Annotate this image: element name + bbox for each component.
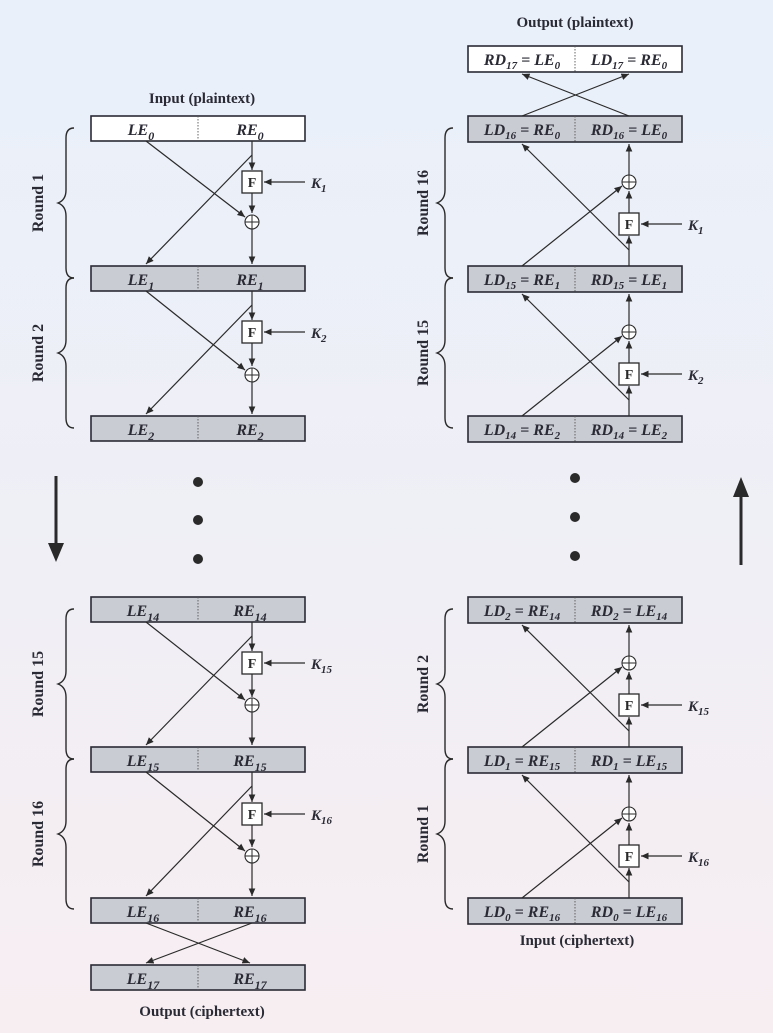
enc-register-0: LE0 RE0 (90, 115, 306, 143)
enc-round-label: Round 2 (30, 324, 47, 382)
decryption-column: Output (plaintext) RD17 = LE0 LD17 = RE0… (415, 15, 749, 949)
dec-register-14: LD14 = RE2 RD14 = LE2 (467, 415, 683, 443)
svg-text:RD1 = LE15: RD1 = LE15 (590, 753, 668, 773)
dec-round-2-wiring: F K15 (521, 624, 710, 748)
dec-register-15: LD15 = RE1 RD15 = LE1 (467, 265, 683, 293)
enc-direction-arrow (48, 476, 64, 562)
svg-text:RD17 = LE0: RD17 = LE0 (483, 52, 561, 72)
svg-text:K15: K15 (687, 699, 710, 718)
svg-text:RD2 = LE14: RD2 = LE14 (590, 603, 668, 623)
svg-text:LD14 = RE2: LD14 = RE2 (483, 422, 561, 442)
dec-register-0: LD0 = RE16 RD0 = LE16 (467, 897, 683, 925)
svg-text:LE17: LE17 (126, 971, 160, 992)
enc-round-15-wiring: F K15 (145, 621, 333, 746)
svg-text:LD2 = RE14: LD2 = RE14 (483, 603, 561, 623)
enc-final-swap (145, 922, 253, 964)
svg-text:K1: K1 (310, 176, 327, 195)
dec-register-1: LD1 = RE15 RD1 = LE15 (467, 746, 683, 774)
svg-text:RD15 = LE1: RD15 = LE1 (590, 272, 667, 292)
dec-register-2: LD2 = RE14 RD2 = LE14 (467, 596, 683, 624)
svg-text:RE2: RE2 (235, 422, 263, 443)
encryption-output-caption: Output (ciphertext) (139, 1004, 264, 1020)
decryption-input-caption: Input (ciphertext) (520, 933, 635, 949)
svg-text:LE1: LE1 (127, 272, 154, 293)
svg-text:RD14 = LE2: RD14 = LE2 (590, 422, 668, 442)
enc-register-14: LE14 RE14 (90, 596, 306, 624)
svg-text:RE17: RE17 (232, 971, 267, 992)
enc-round-2-wiring: F K2 (145, 290, 327, 415)
svg-text:LD1 = RE15: LD1 = RE15 (483, 753, 561, 773)
dec-round-label: Round 16 (415, 170, 432, 236)
enc-register-16: LE16 RE16 (90, 897, 306, 925)
svg-text:RD16 = LE0: RD16 = LE0 (590, 122, 668, 142)
enc-register-17: LE17 RE17 (90, 964, 306, 992)
svg-text:K16: K16 (310, 808, 333, 827)
svg-text:F: F (625, 850, 634, 865)
svg-text:F: F (248, 808, 257, 823)
enc-round-label: Round 1 (30, 174, 47, 232)
svg-text:LD17 = RE0: LD17 = RE0 (590, 52, 668, 72)
svg-text:RD0 = LE16: RD0 = LE16 (590, 904, 668, 924)
svg-text:K2: K2 (310, 326, 327, 345)
enc-register-2: LE2 RE2 (90, 415, 306, 443)
svg-text:LD15 = RE1: LD15 = RE1 (483, 272, 560, 292)
enc-round-label: Round 16 (30, 801, 47, 867)
dec-direction-arrow (733, 477, 749, 565)
dec-round-15-wiring: F K2 (521, 293, 704, 417)
svg-text:RE14: RE14 (232, 603, 266, 624)
dec-register-out: RD17 = LE0 LD17 = RE0 (467, 45, 683, 73)
svg-text:F: F (248, 657, 257, 672)
svg-text:F: F (625, 218, 634, 233)
svg-text:K16: K16 (687, 850, 710, 869)
enc-round-label: Round 15 (30, 651, 47, 717)
svg-text:K2: K2 (687, 368, 704, 387)
svg-text:RE1: RE1 (235, 272, 263, 293)
decryption-output-caption: Output (plaintext) (516, 15, 633, 31)
svg-text:K15: K15 (310, 657, 333, 676)
svg-text:F: F (625, 699, 634, 714)
svg-text:RE16: RE16 (232, 904, 266, 925)
svg-text:LE14: LE14 (126, 603, 159, 624)
dec-round-label: Round 15 (415, 320, 432, 386)
svg-text:LE15: LE15 (126, 753, 159, 774)
svg-text:F: F (248, 176, 257, 191)
dec-round-16-wiring: F K1 (521, 143, 704, 267)
dec-final-swap (521, 73, 630, 117)
enc-round-16-wiring: F K16 (145, 771, 333, 897)
dec-ellipsis (570, 473, 580, 561)
encryption-input-caption: Input (plaintext) (149, 91, 255, 107)
enc-register-15: LE15 RE15 (90, 746, 306, 774)
dec-round-label: Round 2 (415, 655, 432, 713)
dec-round-braces: Round 16 Round 15 Round 2 Round 1 (415, 127, 454, 910)
enc-ellipsis (193, 477, 203, 564)
svg-text:K1: K1 (687, 218, 704, 237)
enc-round-braces: Round 1 Round 2 Round 15 Round 16 (30, 127, 75, 910)
svg-text:F: F (625, 368, 634, 383)
svg-text:F: F (248, 326, 257, 341)
svg-text:LE0: LE0 (127, 122, 154, 143)
dec-register-16: LD16 = RE0 RD16 = LE0 (467, 115, 683, 143)
encryption-column: Input (plaintext) LE0 RE0 LE1 RE1 LE2 RE… (30, 91, 333, 1020)
enc-register-1: LE1 RE1 (90, 265, 306, 293)
dec-round-1-wiring: F K16 (521, 774, 710, 899)
enc-round-1-wiring: F K1 (145, 140, 327, 265)
dec-round-label: Round 1 (415, 805, 432, 863)
svg-text:LD16 = RE0: LD16 = RE0 (483, 122, 561, 142)
svg-text:LE2: LE2 (127, 422, 154, 443)
svg-text:LD0 = RE16: LD0 = RE16 (483, 904, 561, 924)
svg-text:RE15: RE15 (232, 753, 266, 774)
svg-text:LE16: LE16 (126, 904, 159, 925)
svg-text:RE0: RE0 (235, 122, 263, 143)
